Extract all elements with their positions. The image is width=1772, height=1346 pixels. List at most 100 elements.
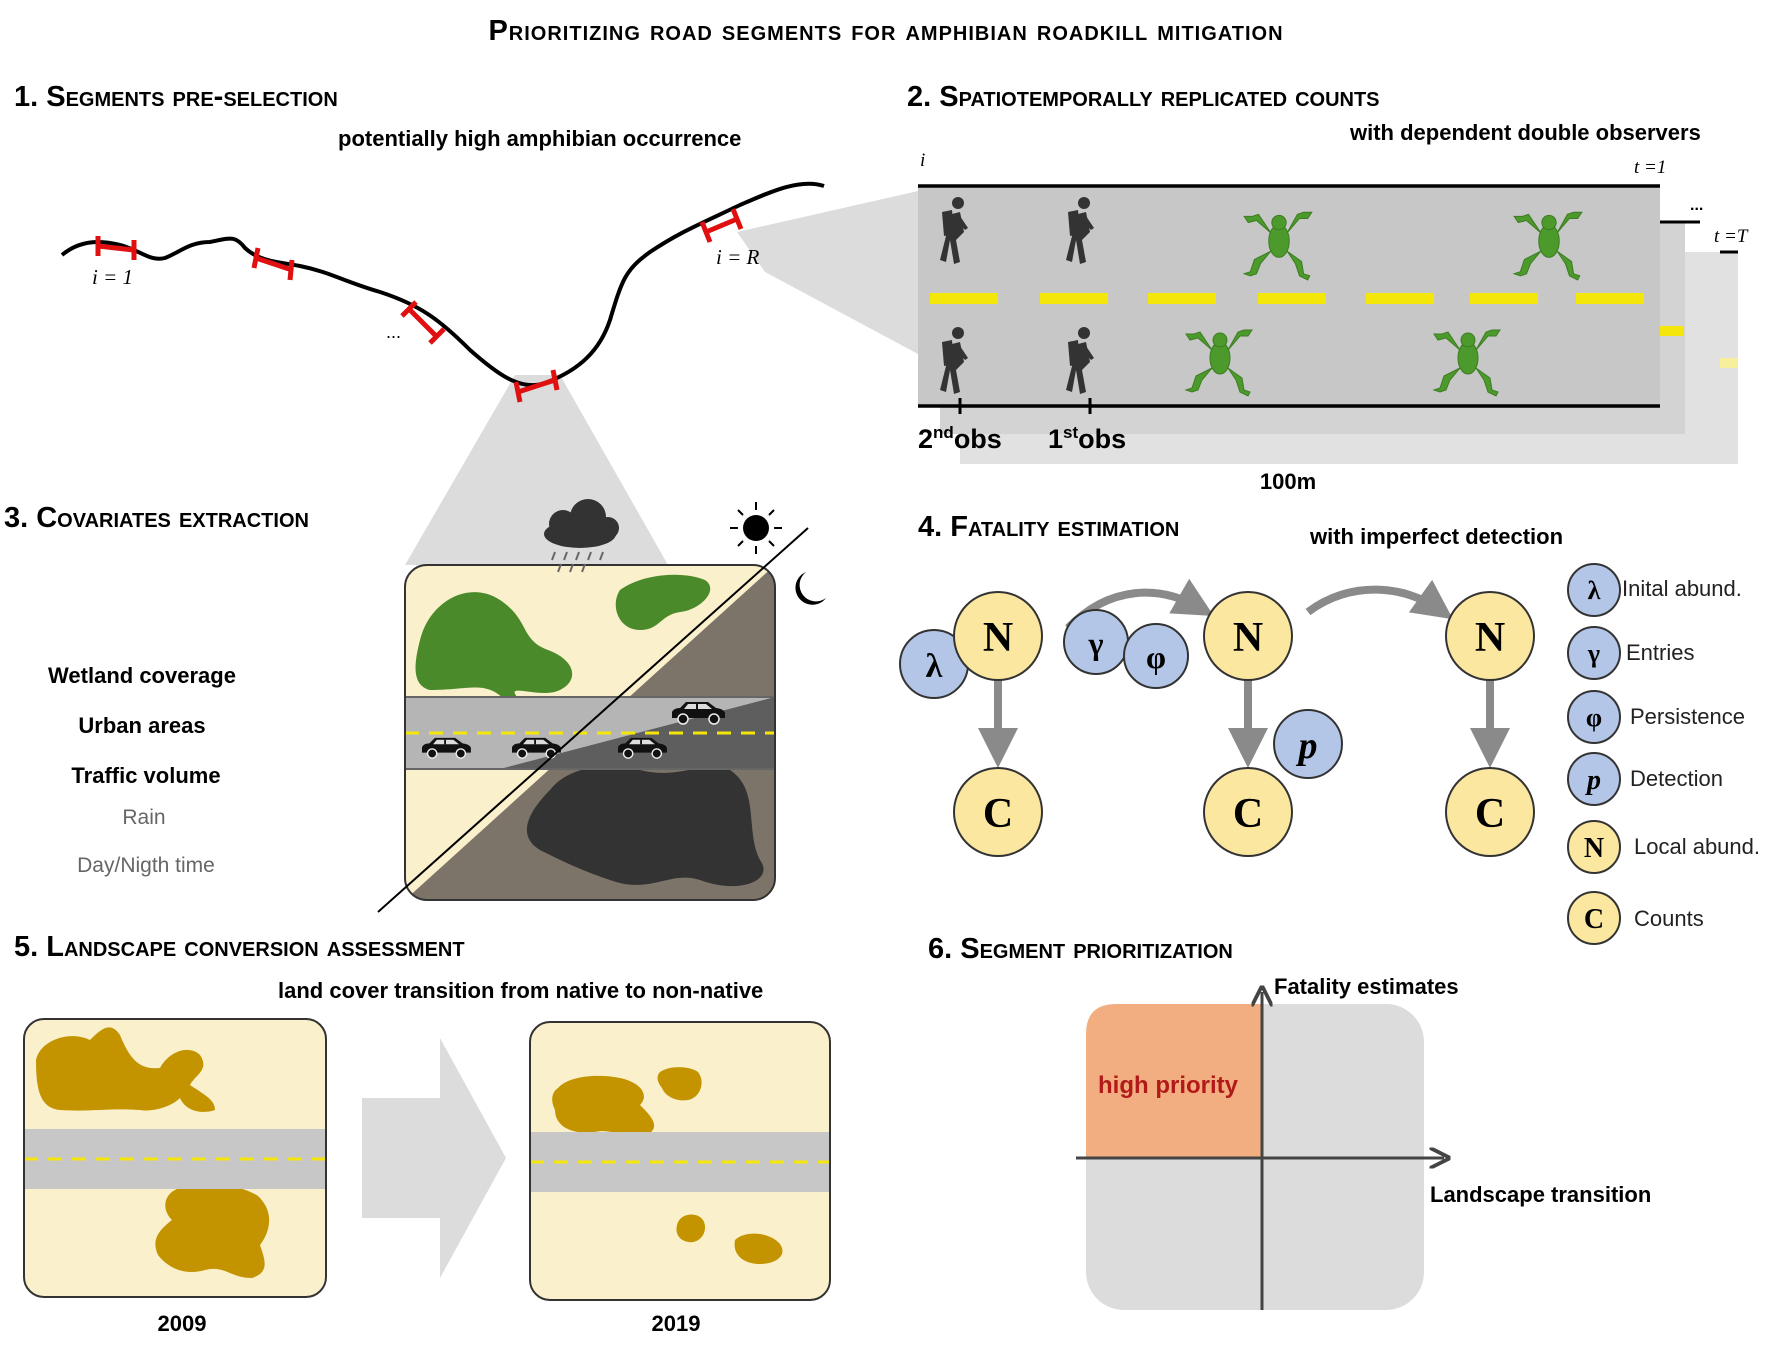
high-priority-quadrant	[1086, 1004, 1262, 1158]
native-cover-patch	[676, 1214, 706, 1243]
legend-symbol: p	[1585, 765, 1601, 796]
panel2-heading: 2. Spatiotemporally replicated counts	[907, 81, 1380, 113]
lambda-symbol: λ	[926, 648, 943, 685]
panel-covariates: 3. Covariates extraction Wetland coverag…	[4, 499, 826, 913]
panel-landscape-conversion: 5. Landscape conversion assessment land …	[14, 931, 831, 1336]
covariate-daynight: Day/Nigth time	[77, 854, 215, 877]
legend-label: Inital abund.	[1622, 576, 1742, 601]
label-segment-i: i	[920, 150, 925, 171]
day-night-divider	[377, 527, 809, 913]
covariate-traffic: Traffic volume	[71, 763, 220, 788]
label-t1: t =1	[1634, 157, 1666, 178]
legend-symbol: λ	[1588, 576, 1601, 605]
sun-icon	[730, 502, 782, 554]
phi-node	[1123, 623, 1189, 689]
abundance-node	[953, 591, 1043, 681]
node-N-label: N	[983, 615, 1013, 661]
legend-label: Local abund.	[1634, 834, 1760, 859]
panel-fatality-estimation: 4. Fatality estimation with imperfect de…	[899, 511, 1760, 945]
y-axis-label: Fatality estimates	[1274, 974, 1459, 999]
legend-lambda-node	[1567, 563, 1621, 617]
panel4-heading: 4. Fatality estimation	[918, 511, 1179, 543]
abundance-node	[1445, 591, 1535, 681]
covariate-wetland: Wetland coverage	[48, 663, 236, 688]
panel1-heading: 1. Segments pre-selection	[14, 81, 338, 113]
label-first-segment: i = 1	[92, 265, 133, 289]
segment-markers	[95, 208, 744, 403]
panel3-heading: 3. Covariates extraction	[4, 502, 309, 534]
p-symbol: p	[1296, 725, 1318, 767]
wetland-patch	[415, 592, 573, 713]
label-tT: t =T	[1714, 226, 1749, 247]
gamma-symbol: γ	[1088, 625, 1104, 661]
legend-gamma-node	[1567, 626, 1621, 680]
label-distance: 100m	[1260, 469, 1316, 494]
wetland-patch	[615, 574, 711, 630]
panel5-heading: 5. Landscape conversion assessment	[14, 931, 465, 963]
legend-p-node	[1567, 752, 1621, 806]
panel5-subtitle: land cover transition from native to non…	[278, 978, 763, 1003]
covariate-list: Wetland coverage Urban areas Traffic vol…	[48, 663, 236, 877]
main-title: Prioritizing road segments for amphibian…	[488, 15, 1283, 47]
transition-arrow	[1305, 579, 1454, 620]
x-axis-label: Landscape transition	[1430, 1182, 1651, 1207]
urban-area	[526, 766, 764, 887]
year-after-label: 2019	[652, 1311, 701, 1336]
segments-ellipsis: ...	[386, 322, 401, 342]
count-node	[1203, 767, 1293, 857]
legend-labels: Inital abund. Entries Persistence Detect…	[1622, 576, 1760, 931]
panel2-subtitle: with dependent double observers	[1349, 120, 1701, 145]
moon-icon	[795, 572, 826, 605]
legend-symbol: γ	[1587, 639, 1600, 668]
node-C-label: C	[983, 791, 1013, 837]
map-2009	[24, 1019, 326, 1297]
node-C-label: C	[1475, 791, 1505, 837]
legend-label: Persistence	[1630, 704, 1745, 729]
transition-arrow	[362, 1038, 506, 1278]
panel-segments-preselection: 1. Segments pre-selection potentially hi…	[14, 81, 918, 565]
panel6-heading: 6. Segment prioritization	[928, 933, 1233, 965]
legend-label: Entries	[1626, 640, 1694, 665]
road-path	[60, 181, 825, 388]
node-N-label: N	[1233, 615, 1263, 661]
native-cover-patch	[36, 1027, 215, 1112]
native-cover-patch	[552, 1075, 655, 1136]
zoom-funnel-covariates	[405, 375, 668, 565]
legend-symbol: N	[1584, 833, 1604, 864]
covariate-map	[405, 565, 775, 900]
label-last-segment: i = R	[716, 245, 760, 269]
detection-node	[1273, 709, 1343, 779]
native-cover-patch	[734, 1233, 783, 1264]
panel1-subtitle: potentially high amphibian occurrence	[338, 126, 741, 151]
covariate-rain: Rain	[122, 806, 165, 829]
rain-cloud-icon	[544, 499, 619, 573]
legend-symbol: C	[1584, 904, 1604, 935]
panel-segment-prioritization: 6. Segment prioritization high priority …	[928, 933, 1651, 1310]
legend-label: Counts	[1634, 906, 1704, 931]
zoom-funnel-counts	[737, 191, 918, 354]
phi-symbol: φ	[1146, 639, 1166, 675]
panel-replicated-counts: 2. Spatiotemporally replicated counts wi…	[907, 81, 1749, 494]
model-legend: λ γ φ p N C	[1567, 563, 1621, 945]
legend-label: Detection	[1630, 766, 1723, 791]
legend-C-node	[1567, 891, 1621, 945]
native-cover-patch	[657, 1067, 702, 1101]
high-priority-label: high priority	[1098, 1072, 1239, 1099]
legend-phi-node	[1567, 690, 1621, 744]
native-cover-patch	[155, 1183, 270, 1278]
map-2019	[530, 1022, 830, 1300]
node-C-label: C	[1233, 791, 1263, 837]
count-node	[1445, 767, 1535, 857]
count-node	[953, 767, 1043, 857]
panel4-subtitle: with imperfect detection	[1309, 524, 1563, 549]
year-before-label: 2009	[158, 1311, 207, 1336]
legend-symbol: φ	[1586, 703, 1602, 732]
covariate-urban: Urban areas	[78, 713, 205, 738]
label-first-observer: 1stobs	[1048, 423, 1126, 454]
label-second-observer: 2ndobs	[918, 423, 1002, 454]
legend-N-node	[1567, 820, 1621, 874]
node-N-label: N	[1475, 615, 1505, 661]
abundance-node	[1203, 591, 1293, 681]
label-replicate-dots: ...	[1690, 197, 1703, 214]
